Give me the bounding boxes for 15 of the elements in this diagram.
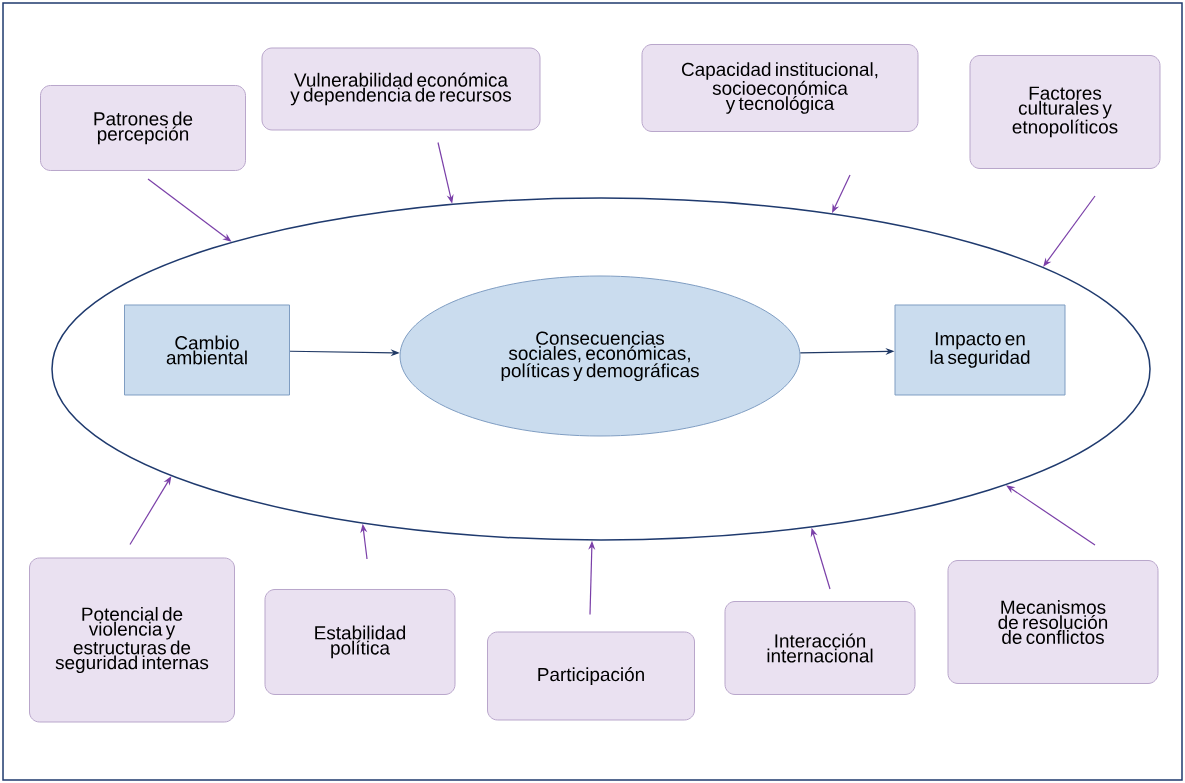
- rounded-box: Capacidad institucional, socioeconómica y tecnológica: [641, 44, 919, 132]
- process-box: Impacto en la seguridad: [894, 304, 1066, 396]
- rounded-box: Participación: [487, 631, 695, 721]
- rounded-box: Estabilidad política: [264, 589, 456, 695]
- rounded-box: Mecanismos de resolución de conflictos: [947, 560, 1159, 684]
- arrow: [129, 476, 172, 546]
- rounded-box: Interacción internacional: [724, 601, 916, 695]
- process-box: Cambio ambiental: [124, 304, 290, 396]
- rounded-box: Vulnerabilidad económica y dependencia de recursos: [261, 47, 541, 131]
- rounded-box: Potencial de violencia y estructuras de seguridad internas: [29, 557, 235, 723]
- outer-ellipse: [51, 197, 1151, 541]
- rounded-box: Patrones de percepción: [40, 85, 246, 171]
- rounded-box: Factores culturales y etnopolíticos: [969, 55, 1161, 169]
- arrow: [1043, 195, 1096, 267]
- arrow: [1006, 485, 1096, 546]
